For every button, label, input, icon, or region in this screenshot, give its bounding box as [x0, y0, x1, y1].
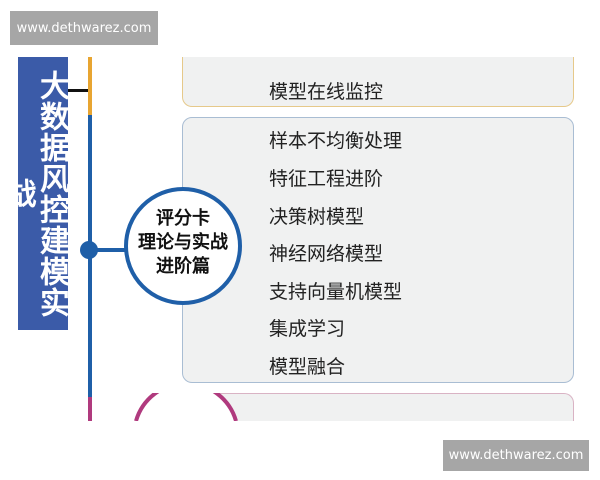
branch-next-node — [134, 393, 238, 421]
list-item: 样本不均衡处理 — [269, 130, 403, 152]
list-item: 模型融合 — [269, 356, 346, 378]
watermark-bottom: www.dethwarez.com — [443, 440, 589, 471]
list-item: 神经网络模型 — [269, 243, 384, 265]
list-item: 集成学习 — [269, 318, 346, 340]
mindmap: 大数据风控建模实战 模型在线监控 样本不均衡处理 特征工程进阶 决策树模型 神经… — [0, 57, 600, 421]
label-line: 评分卡 — [156, 208, 210, 229]
root-title: 大数据风控建模实战 — [1, 57, 69, 330]
list-item: 特征工程进阶 — [269, 168, 384, 190]
connector-dot — [80, 241, 98, 259]
list-item: 模型在线监控 — [269, 81, 384, 103]
connector-root — [68, 89, 90, 92]
label-line: 理论与实战 — [138, 232, 228, 253]
list-item: 支持向量机模型 — [269, 281, 403, 303]
label-line: 进阶篇 — [156, 256, 210, 277]
connector-main — [90, 248, 126, 252]
list-item: 决策树模型 — [269, 206, 365, 228]
watermark-top: www.dethwarez.com — [10, 11, 158, 45]
trunk-magenta — [88, 397, 92, 421]
branch-main-label: 评分卡 理论与实战 进阶篇 — [125, 207, 241, 279]
branch-top-box: 模型在线监控 — [182, 57, 574, 107]
branch-main-box: 样本不均衡处理 特征工程进阶 决策树模型 神经网络模型 支持向量机模型 集成学习… — [182, 117, 574, 383]
branch-main-node — [124, 187, 242, 305]
branch-next-box — [182, 393, 574, 421]
trunk-orange — [88, 57, 92, 115]
